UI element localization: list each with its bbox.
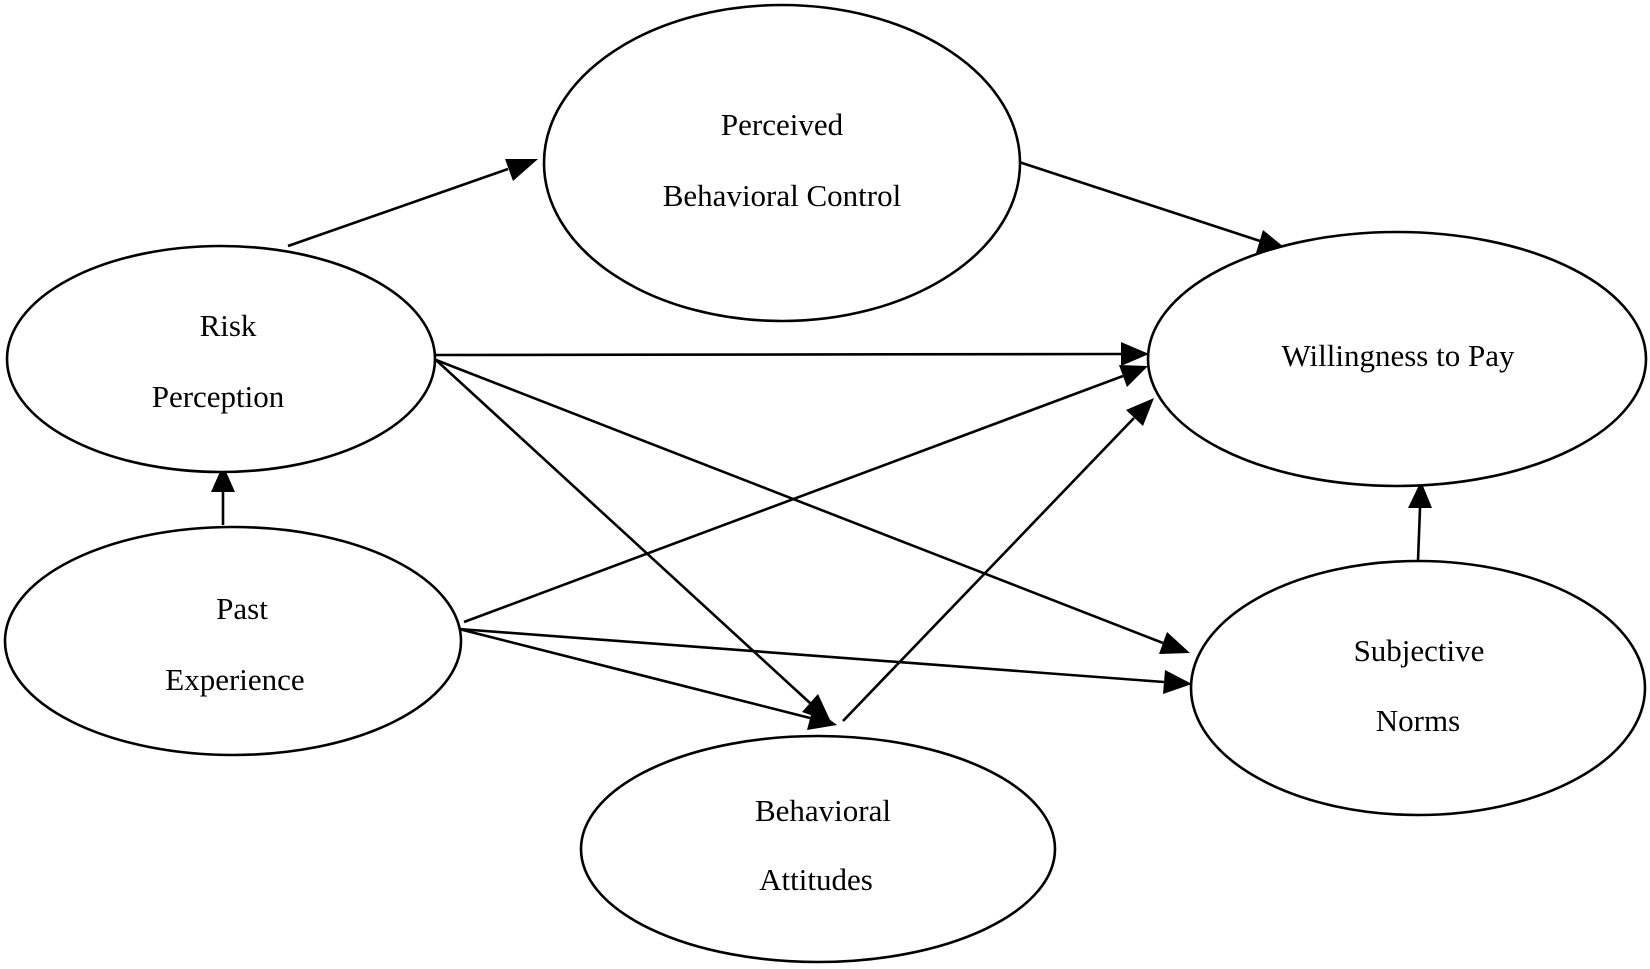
edges-layer (211, 159, 1432, 730)
edge-subjective-norms-to-willingness-to-pay (1408, 481, 1432, 562)
edge-past-experience-to-risk-perception (211, 465, 235, 525)
node-risk-perception: Risk Perception (5, 244, 437, 474)
node-subjective-norms: Subjective Norms (1189, 559, 1647, 817)
node-perceived-behavioral-control: Perceived Behavioral Control (542, 3, 1022, 323)
edge-risk-perception-to-perceived-behavioral-control (287, 159, 538, 248)
node-label-line: Attitudes (759, 862, 873, 897)
node-label-line: Willingness to Pay (1282, 338, 1515, 373)
nodes-layer: Perceived Behavioral Control Risk Percep… (3, 3, 1648, 964)
node-label-line: Past (216, 591, 268, 626)
node-label-line: Risk (200, 308, 257, 343)
edge-risk-perception-to-behavioral-attitudes (435, 359, 831, 722)
node-past-experience: Past Experience (3, 525, 463, 757)
edge-risk-perception-to-willingness-to-pay (432, 342, 1149, 366)
edge-past-experience-to-willingness-to-pay (463, 365, 1148, 624)
node-label-line: Norms (1376, 703, 1460, 738)
node-behavioral-attitudes: Behavioral Attitudes (579, 734, 1057, 964)
node-label-line: Subjective (1354, 633, 1485, 668)
node-label-line: Perceived (721, 107, 844, 142)
node-label-line: Behavioral Control (663, 178, 901, 213)
edge-behavioral-attitudes-to-willingness-to-pay (842, 398, 1154, 722)
node-willingness-to-pay: Willingness to Pay (1146, 230, 1648, 488)
node-label-line: Experience (165, 662, 304, 697)
node-label-line: Behavioral (755, 793, 891, 828)
edge-perceived-behavioral-control-to-willingness-to-pay (1018, 160, 1290, 253)
edge-past-experience-to-behavioral-attitudes (458, 627, 837, 730)
edge-past-experience-to-subjective-norms (458, 627, 1192, 694)
edge-risk-perception-to-subjective-norms (435, 358, 1190, 654)
node-label-line: Perception (152, 379, 285, 414)
